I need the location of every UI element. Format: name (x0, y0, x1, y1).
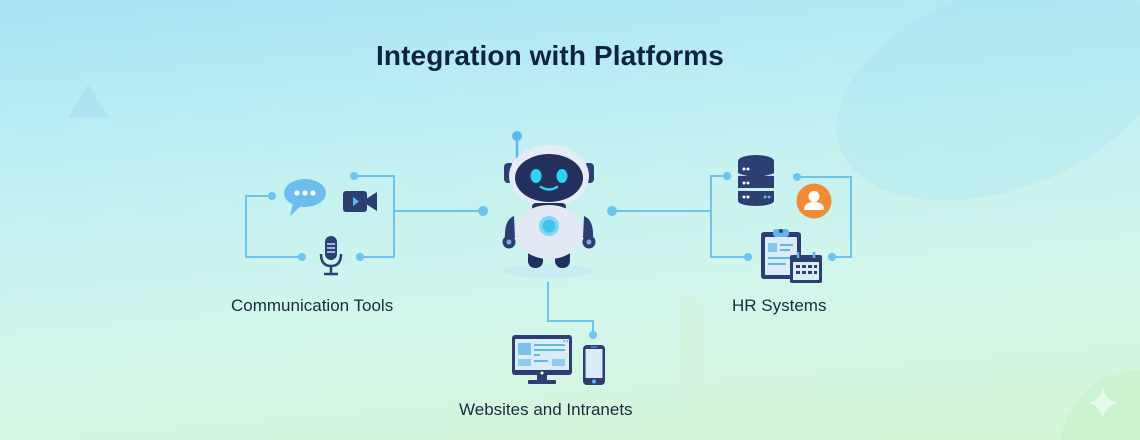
microphone-icon (319, 236, 343, 276)
smartphone-icon (583, 345, 605, 385)
user-profile-icon (796, 183, 832, 219)
chat-bubble-icon (284, 179, 326, 216)
calendar-icon (790, 252, 822, 283)
page-title: Integration with Platforms (376, 40, 724, 71)
group-label-hr-systems: HR Systems (732, 296, 827, 315)
desktop-monitor-icon (512, 335, 572, 384)
database-server-icon (737, 155, 775, 206)
group-label-communication-tools: Communication Tools (231, 296, 394, 315)
group-label-websites-intranets: Websites and Intranets (459, 400, 633, 419)
robot-hub-icon (502, 131, 596, 278)
video-camera-icon (343, 191, 377, 212)
